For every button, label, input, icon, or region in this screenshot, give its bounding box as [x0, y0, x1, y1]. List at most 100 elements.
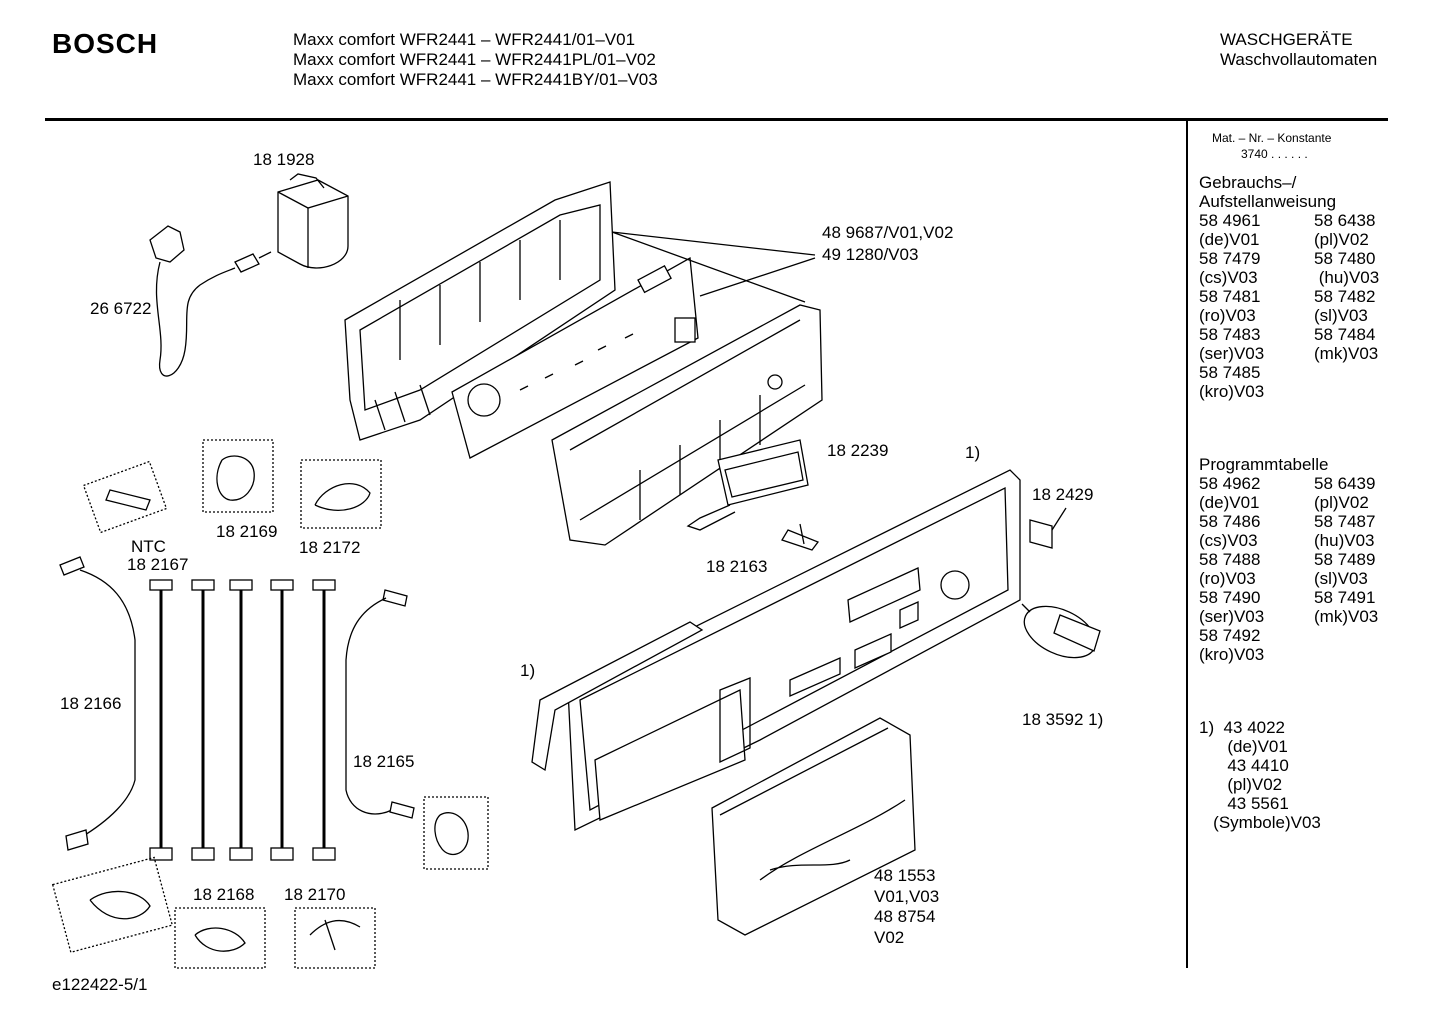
circuit-board: [451, 256, 699, 459]
wire-harness-group: [59, 556, 415, 861]
programm-row: 58 4962 58 6439: [1199, 474, 1378, 493]
exploded-view-diagram: [51, 173, 1101, 969]
footnote-line: (Symbole)V03: [1199, 813, 1321, 832]
programm-row: 58 7490 58 7491: [1199, 588, 1378, 607]
label-488754: 48 8754: [874, 907, 936, 926]
programm-cell: (ser)V03: [1199, 607, 1265, 626]
gebrauch-row: (kro)V03: [1199, 382, 1379, 401]
label-v01v03: V01,V03: [874, 887, 940, 906]
model-line-3: Maxx comfort WFR2441 – WFR2441BY/01–V03: [293, 70, 658, 89]
sidebar-divider: [1186, 121, 1188, 968]
gebrauch-cell: 58 6438: [1314, 211, 1376, 230]
label-266722: 26 6722: [90, 299, 152, 318]
programm-row: (cs)V03 (hu)V03: [1199, 531, 1378, 550]
programm-cell: (cs)V03: [1199, 531, 1258, 550]
header-rule: [45, 118, 1388, 121]
gebrauch-cell: (cs)V03: [1199, 268, 1258, 287]
programm-row: (kro)V03: [1199, 645, 1378, 664]
model-line-2: Maxx comfort WFR2441 – WFR2441PL/01–V02: [293, 50, 656, 69]
power-cord-part: [149, 225, 272, 377]
programm-cell: (kro)V03: [1199, 645, 1265, 664]
programm-cell: 58 6439: [1314, 474, 1376, 493]
footnote-line: 43 5561: [1199, 794, 1289, 813]
gebrauch-row: 58 7481 58 7482: [1199, 287, 1379, 306]
label-182172: 18 2172: [299, 538, 361, 557]
label-v02: V02: [874, 928, 905, 947]
gebrauch-cell: (hu)V03: [1314, 268, 1380, 287]
gebrauch-row: (ro)V03(sl)V03: [1199, 306, 1379, 325]
rear-frame: [551, 304, 823, 546]
gebrauch-cell: 58 7483: [1199, 325, 1261, 344]
programm-cell: (ro)V03: [1199, 569, 1256, 588]
programm-row: 58 7492: [1199, 626, 1378, 645]
label-183592: 18 3592 1): [1022, 710, 1104, 729]
programm-cell: 58 7492: [1199, 626, 1261, 645]
gebrauch-cell: 58 7479: [1199, 249, 1261, 268]
filter-part: [277, 173, 349, 269]
label-481553: 48 1553: [874, 866, 936, 885]
label-182166: 18 2166: [60, 694, 122, 713]
label-footnote-ref-a: 1): [965, 443, 981, 462]
programm-cell: (sl)V03: [1314, 569, 1368, 588]
gebrauch-title-2: Aufstellanweisung: [1199, 192, 1337, 211]
label-ntc: NTC: [131, 537, 166, 556]
label-182239: 18 2239: [827, 441, 889, 460]
gebrauch-cell: (kro)V03: [1199, 382, 1265, 401]
programm-cell: (mk)V03: [1314, 607, 1379, 626]
footnote-line: (pl)V02: [1199, 775, 1283, 794]
knob-part: [1021, 603, 1101, 659]
gebrauch-row: (ser)V03 (mk)V03: [1199, 344, 1379, 363]
gebrauch-cell: (ro)V03: [1199, 306, 1256, 325]
footnote-line: (de)V01: [1199, 737, 1288, 756]
document-id: e122422-5/1: [52, 975, 148, 994]
display-part: [686, 439, 809, 531]
programm-row: (de)V01 (pl)V02: [1199, 493, 1378, 512]
model-line-1: Maxx comfort WFR2441 – WFR2441/01–V01: [293, 30, 636, 49]
gebrauch-cell: 58 7482: [1314, 287, 1376, 306]
programm-cell: (hu)V03: [1314, 531, 1375, 550]
fascia-panel: [567, 469, 1021, 832]
programm-cell: 58 7490: [1199, 588, 1261, 607]
sensor-sketches: [51, 439, 489, 969]
gasket-part: [531, 621, 704, 772]
footnote-section: 1) 43 4022 (de)V01 43 4410 (pl)V02 43 55…: [1199, 718, 1321, 832]
gebrauch-cell: 58 7481: [1199, 287, 1261, 306]
gebrauch-cell: 58 7485: [1199, 363, 1261, 382]
programm-cell: (de)V01: [1199, 493, 1260, 512]
programm-cell: 58 7486: [1199, 512, 1261, 531]
category-line-2: Waschvollautomaten: [1220, 50, 1378, 69]
gebrauch-row: 58 7485: [1199, 363, 1379, 382]
programm-cell: 58 7491: [1314, 588, 1376, 607]
label-182163: 18 2163: [706, 557, 768, 576]
gebrauch-row: 58 7483 58 7484: [1199, 325, 1379, 344]
gebrauch-cell: (de)V01: [1199, 230, 1260, 249]
label-182170: 18 2170: [284, 885, 346, 904]
programm-cell: 58 4962: [1199, 474, 1261, 493]
gebrauch-cell: 58 7484: [1314, 325, 1376, 344]
label-489687: 48 9687/V01,V02: [822, 223, 954, 242]
label-182168: 18 2168: [193, 885, 255, 904]
footnote-line: 1) 43 4022: [1199, 718, 1286, 737]
label-182167: 18 2167: [127, 555, 189, 574]
gebrauch-row: (cs)V03 (hu)V03: [1199, 268, 1379, 287]
clip-part: [1029, 519, 1053, 549]
gebrauch-row: (de)V01 (pl)V02: [1199, 230, 1379, 249]
label-182169: 18 2169: [216, 522, 278, 541]
programm-row: (ser)V03 (mk)V03: [1199, 607, 1378, 626]
label-491280: 49 1280/V03: [822, 245, 919, 264]
category-line-1: WASCHGERÄTE: [1220, 30, 1353, 49]
gebrauch-cell: (ser)V03: [1199, 344, 1265, 363]
gebrauch-cell: (mk)V03: [1314, 344, 1379, 363]
label-181928: 18 1928: [253, 150, 315, 169]
programm-row: (ro)V03 (sl)V03: [1199, 569, 1378, 588]
programm-cell: (pl)V02: [1314, 493, 1369, 512]
gebrauch-cell: (pl)V02: [1314, 230, 1369, 249]
mat-title: Mat. – Nr. – Konstante: [1212, 131, 1332, 145]
gebrauch-cell: 58 7480: [1314, 249, 1376, 268]
drawer-front-part: [711, 717, 916, 936]
programm-title: Programmtabelle: [1199, 455, 1329, 474]
footnote-line: 43 4410: [1199, 756, 1289, 775]
